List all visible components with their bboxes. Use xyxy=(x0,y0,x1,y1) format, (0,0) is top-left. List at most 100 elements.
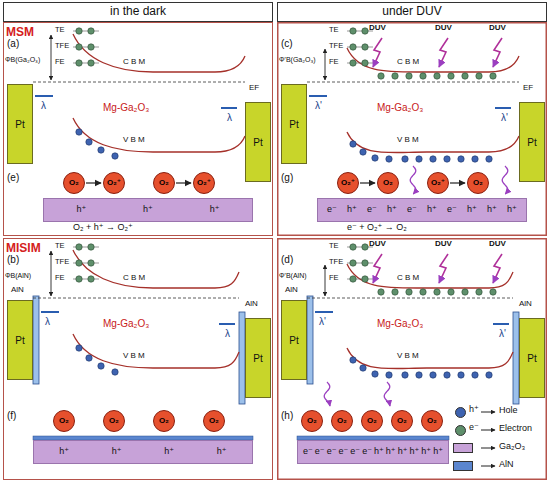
label-tag: (h) xyxy=(281,410,293,421)
vbm-line xyxy=(347,132,519,153)
hole xyxy=(416,156,422,162)
pt-electrode: Pt xyxy=(245,318,271,398)
oxygen-molecule: O₂⁺ xyxy=(193,172,215,194)
electron xyxy=(378,289,384,295)
electron xyxy=(76,60,82,66)
vbm-line xyxy=(347,348,513,369)
label-lam: λ xyxy=(227,112,232,123)
hole xyxy=(486,156,492,162)
hole xyxy=(372,155,378,161)
oxygen-molecule: O₂ xyxy=(377,172,399,194)
duv-light xyxy=(373,254,382,283)
label-eq: O₂ + h⁺ → O₂⁺ xyxy=(73,223,133,233)
fermi-level xyxy=(307,298,513,299)
carrier-label: h⁺ xyxy=(386,447,396,457)
label-lvl: TE xyxy=(55,242,65,250)
electron xyxy=(476,289,482,295)
depletion-width xyxy=(493,323,509,325)
molecule-label: O₂ xyxy=(473,179,483,188)
legend-text: Hole xyxy=(499,406,518,416)
carrier-label: e⁻ xyxy=(327,205,337,215)
electrode-label: Pt xyxy=(289,335,298,346)
oxygen-molecule: O₂ xyxy=(153,172,175,194)
depletion-width xyxy=(35,95,53,97)
hole xyxy=(86,139,92,145)
label-phi: Φ'B(Ga₂O₃) xyxy=(279,56,316,64)
carrier-label: e⁻ xyxy=(407,205,417,215)
hole xyxy=(360,149,366,155)
molecule-label: O₂⁺ xyxy=(197,179,211,188)
pt-electrode: Pt xyxy=(7,300,33,380)
hole xyxy=(350,141,356,147)
uv-photon xyxy=(384,382,390,406)
electron xyxy=(362,276,368,282)
pt-electrode: Pt xyxy=(7,84,33,164)
electron xyxy=(362,244,368,250)
label-band: C B M xyxy=(397,274,419,283)
carrier-label: h⁺ xyxy=(59,447,69,457)
label-lvl: TFE xyxy=(329,258,343,266)
label-tag: (e) xyxy=(7,172,19,183)
molecule-label: O₂ xyxy=(159,179,169,188)
oxygen-molecule: O₂ xyxy=(361,410,383,432)
carrier-label: h⁺ xyxy=(467,205,477,215)
label-duv: DUV xyxy=(435,24,452,33)
carrier-label: h⁺ xyxy=(164,447,174,457)
column-heading: in the dark xyxy=(110,5,166,18)
pt-electrode: Pt xyxy=(281,300,307,380)
electron xyxy=(362,44,368,50)
label-band: C B M xyxy=(123,274,145,283)
oxygen-molecule: O₂ xyxy=(421,410,443,432)
label-sym: h⁺ xyxy=(469,405,479,415)
hole xyxy=(416,372,422,378)
label-band: C B M xyxy=(123,58,145,67)
electron xyxy=(350,28,356,34)
label-eq: e⁻ + O₂⁺ → O₂ xyxy=(347,223,407,233)
oxygen-molecule: O₂ xyxy=(391,410,413,432)
oxygen-molecule: O₂ xyxy=(53,410,75,432)
molecule-label: O₂ xyxy=(159,417,169,426)
molecule-label: O₂ xyxy=(337,417,347,426)
cbm-line xyxy=(347,264,513,288)
carrier-label: h⁺ xyxy=(112,447,122,457)
electron xyxy=(378,73,384,79)
label-duv: DUV xyxy=(369,24,386,33)
label-lvl: TE xyxy=(329,242,339,250)
label-phi: ΦB(Ga₂O₃) xyxy=(5,56,40,64)
label-lvl: TE xyxy=(329,26,339,34)
molecule-label: O₂ xyxy=(397,417,407,426)
label-lvl: FE xyxy=(55,274,65,282)
label-duv: DUV xyxy=(489,240,506,249)
duv-light xyxy=(493,38,502,67)
reaction-arrow xyxy=(176,182,191,183)
carrier-label: h⁺ xyxy=(507,205,517,215)
electron xyxy=(362,260,368,266)
column-header: under DUV xyxy=(277,2,547,22)
column-heading: under DUV xyxy=(382,5,441,18)
electron xyxy=(88,276,94,282)
reaction-arrow xyxy=(450,182,465,183)
oxygen-molecule: O₂⁺ xyxy=(103,172,125,194)
band-diagram xyxy=(33,244,245,404)
depletion-width xyxy=(41,311,59,313)
barrier-arrow xyxy=(51,251,52,296)
label-lam: λ xyxy=(45,316,50,327)
hole xyxy=(98,147,104,153)
reaction-arrow xyxy=(360,182,375,183)
cbm-line xyxy=(347,48,519,72)
electron xyxy=(350,244,356,250)
hole xyxy=(444,156,450,162)
label-duv: DUV xyxy=(435,240,452,249)
electron xyxy=(88,28,94,34)
panel-frame xyxy=(278,23,547,236)
hole xyxy=(444,372,450,378)
oxygen-molecule: O₂ xyxy=(467,172,489,194)
electron xyxy=(88,44,94,50)
molecule-label: O₂ xyxy=(427,417,437,426)
label-tag: (f) xyxy=(7,410,16,421)
electron xyxy=(88,260,94,266)
oxygen-molecule: O₂ xyxy=(103,410,125,432)
label-lvl: FE xyxy=(55,58,65,66)
electron xyxy=(462,289,468,295)
